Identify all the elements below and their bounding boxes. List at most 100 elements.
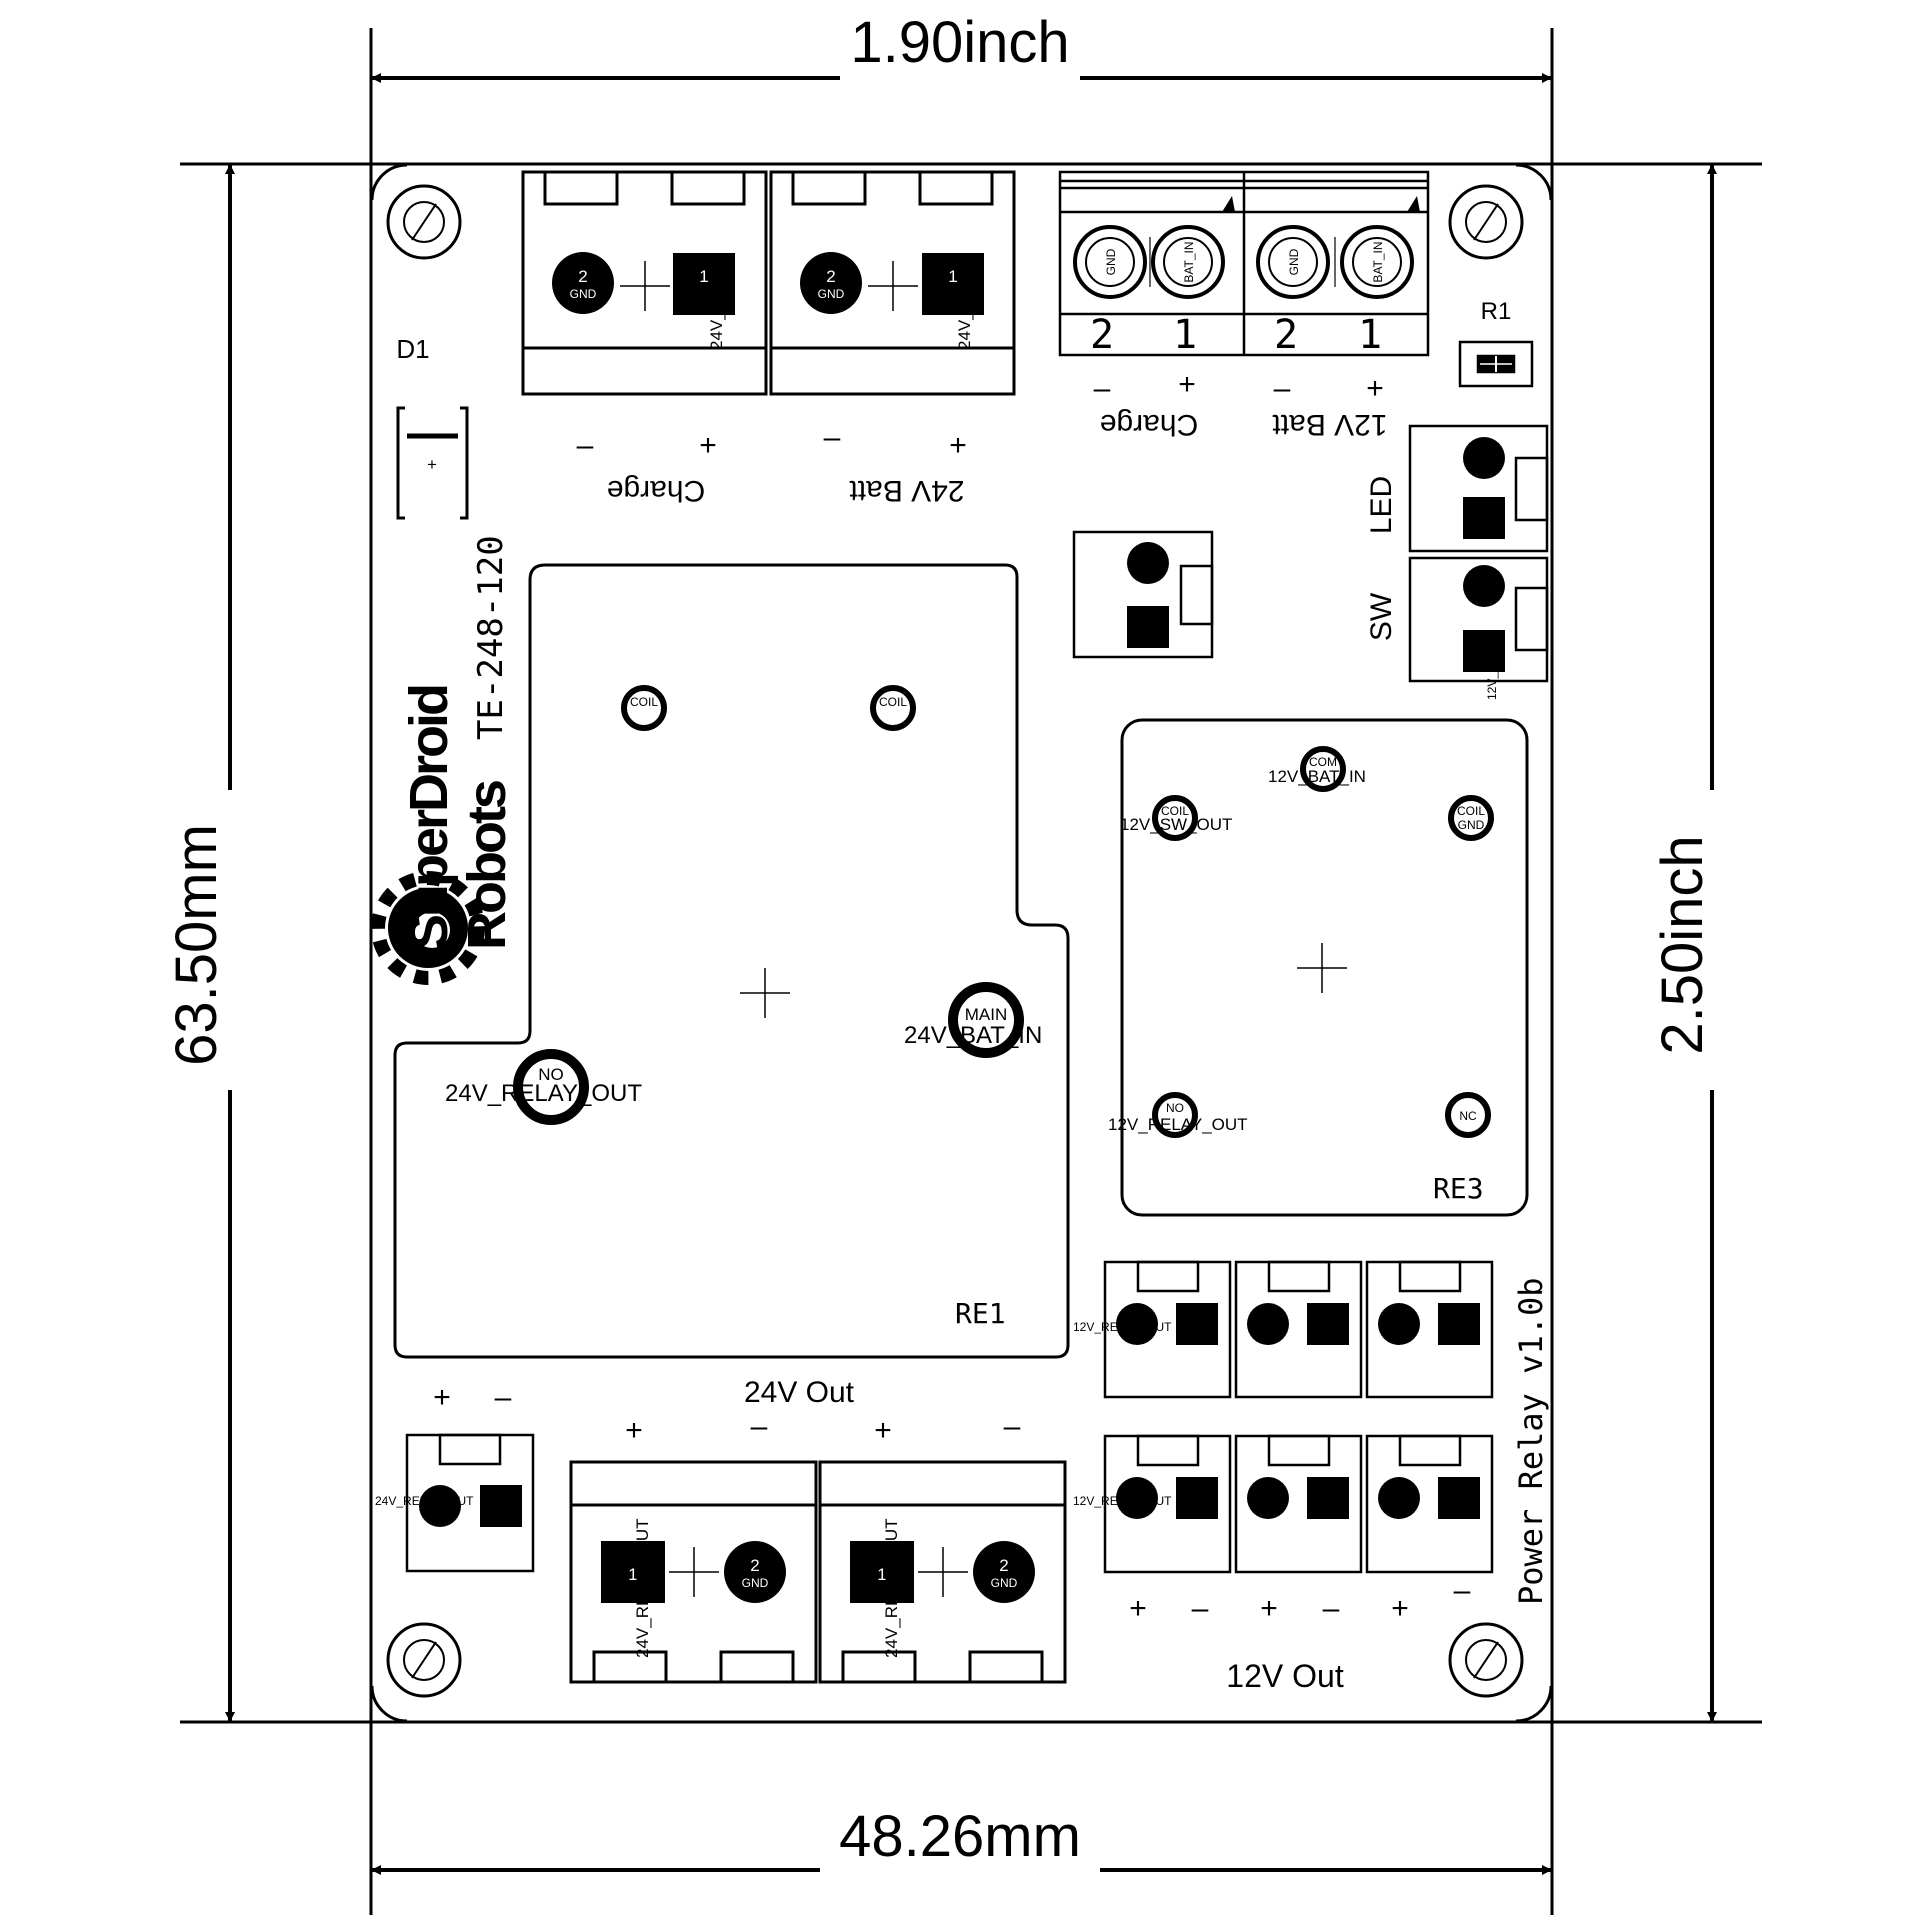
charge12-pin-1-net: BAT_IN [1182, 241, 1196, 282]
charge12-label: Charge [1100, 408, 1198, 441]
svg-text:–: – [1454, 1574, 1471, 1607]
led-pin-2 [1463, 437, 1505, 479]
charge12-minus: – [1094, 372, 1111, 405]
logo-superdroid: SuperDroid [399, 686, 459, 950]
re3-com-net: 12V_BAT_IN [1268, 767, 1366, 786]
charge24-pin-2-num: 2 [578, 267, 587, 286]
out12-polarity: + – + – + – [1129, 1574, 1470, 1625]
charge24-plus: + [699, 429, 717, 462]
re1-main-net: 24V_BAT_IN [904, 1022, 1042, 1049]
mid-pin-2 [1127, 542, 1169, 584]
out24b-pin-1 [850, 1541, 914, 1603]
top-dimension-label: 1.90inch [850, 10, 1069, 75]
connectors-12v-out-pads [1116, 1303, 1480, 1519]
batt24-pin-1 [922, 253, 984, 315]
re3-coil-2-label: COIL [1457, 804, 1485, 818]
d1-plus: + [427, 455, 437, 474]
re3-center-cross [1297, 943, 1347, 993]
out24b-pin-2 [973, 1541, 1035, 1603]
svg-text:+: + [1129, 1592, 1147, 1625]
out24b-net: 24V_RELAY_OUT [882, 1518, 901, 1658]
led-label: LED [1365, 476, 1398, 534]
re3-pads [1152, 746, 1494, 1138]
terminal-24v-batt [769, 170, 1016, 396]
re1-center-cross [740, 968, 790, 1018]
charge24-label: Charge [607, 474, 705, 507]
re3-no-net: 12V_RELAY_OUT [1108, 1115, 1248, 1134]
re3-label: RE3 [1433, 1172, 1484, 1205]
svg-text:+: + [1391, 1592, 1409, 1625]
charge12-pin-2-num: 2 [1090, 312, 1114, 358]
batt12-pin-1-net: BAT_IN [1371, 241, 1385, 282]
out24-label: 24V Out [744, 1376, 855, 1409]
charge24-pin-1 [673, 253, 735, 315]
connector-mid [1072, 530, 1214, 659]
batt24-pin-2-net: GND [818, 287, 845, 301]
charge24-pin-2 [552, 252, 614, 314]
board-title: Power Relay v1.0b [1512, 1277, 1550, 1605]
mounting-hole-bottom-left [370, 1622, 462, 1723]
charge24-pin-2-net: GND [570, 287, 597, 301]
batt12-label: 12V Batt [1272, 408, 1388, 441]
led-pin-1 [1463, 497, 1505, 539]
svg-text:–: – [1004, 1410, 1021, 1443]
re1-coil-2-label: COIL [879, 695, 907, 709]
sw-pin-1 [1463, 630, 1505, 672]
out24a-pin-2-num: 2 [750, 1556, 759, 1575]
batt12-plus: + [1366, 372, 1384, 405]
re3-coil-2-net: GND [1458, 818, 1485, 832]
out12-a-net: 12V_RELAY_OUT [1073, 1320, 1172, 1334]
connector-24v-small [405, 1433, 535, 1573]
out24b-pin-2-num: 2 [999, 1556, 1008, 1575]
batt24-plus: + [949, 429, 967, 462]
superdroid-gear-logo [371, 871, 485, 985]
batt24-minus: – [824, 421, 841, 454]
out24b-pin-2-net: GND [991, 1576, 1018, 1590]
batt24-pin-1-net: 24V_BAT_IN [955, 252, 974, 350]
terminal-12v-screws [1073, 225, 1414, 299]
charge12-pin-1-num: 1 [1173, 312, 1197, 358]
batt24-pin-2 [800, 252, 862, 314]
relay-re1-outline [393, 563, 1070, 1359]
batt12-pin-1-num: 1 [1358, 312, 1382, 358]
svg-text:–: – [1323, 1592, 1340, 1625]
connector-led [1408, 424, 1549, 553]
batt24-pin-2-num: 2 [826, 267, 835, 286]
batt12-pin-2-num: 2 [1274, 312, 1298, 358]
terminal-24v-out-b [818, 1460, 1067, 1684]
out24a-pin-1-num: 1 [628, 1565, 637, 1584]
mounting-hole-top-left [370, 163, 462, 260]
re1-no-pad [513, 1049, 589, 1125]
mounting-hole-top-right [1448, 163, 1553, 260]
small24-plus: + [433, 1381, 451, 1414]
re3-no-label: NO [1166, 1101, 1184, 1115]
logo-robots: Robots [457, 781, 517, 950]
connectors-12v-out [1103, 1260, 1494, 1574]
left-dimension-label: 63.50mm [164, 824, 229, 1066]
re1-coil-pads [621, 685, 916, 731]
charge24-minus: – [577, 429, 594, 462]
batt12-pin1-marker [1407, 196, 1420, 212]
re1-main-pad [948, 982, 1024, 1058]
small24-pin-1 [480, 1485, 522, 1527]
re3-com-label: COM [1309, 755, 1337, 769]
charge24-pin-1-num: 1 [699, 267, 708, 286]
right-dimension-label: 2.50inch [1650, 835, 1715, 1054]
batt24-pin-1-num: 1 [948, 267, 957, 286]
re1-no-label: NO [538, 1065, 564, 1084]
small24-minus: – [495, 1381, 512, 1414]
batt24-label: 24V Batt [849, 474, 965, 507]
diode-d1 [396, 406, 469, 520]
r1-label: R1 [1481, 298, 1512, 325]
out24a-pin-2-net: GND [742, 1576, 769, 1590]
charge24-pin-1-net: 24V_BAT_IN [707, 252, 726, 350]
re3-coil-1-net: 12V_SW_OUT [1120, 815, 1232, 834]
charge12-pin-2-net: GND [1104, 248, 1118, 275]
svg-text:+: + [625, 1414, 643, 1447]
out24a-pin-2 [724, 1541, 786, 1603]
out24a-pin-1 [601, 1541, 665, 1603]
connector-sw [1408, 556, 1549, 683]
board-id: TE-248-120 [471, 535, 511, 740]
svg-text:+: + [874, 1414, 892, 1447]
